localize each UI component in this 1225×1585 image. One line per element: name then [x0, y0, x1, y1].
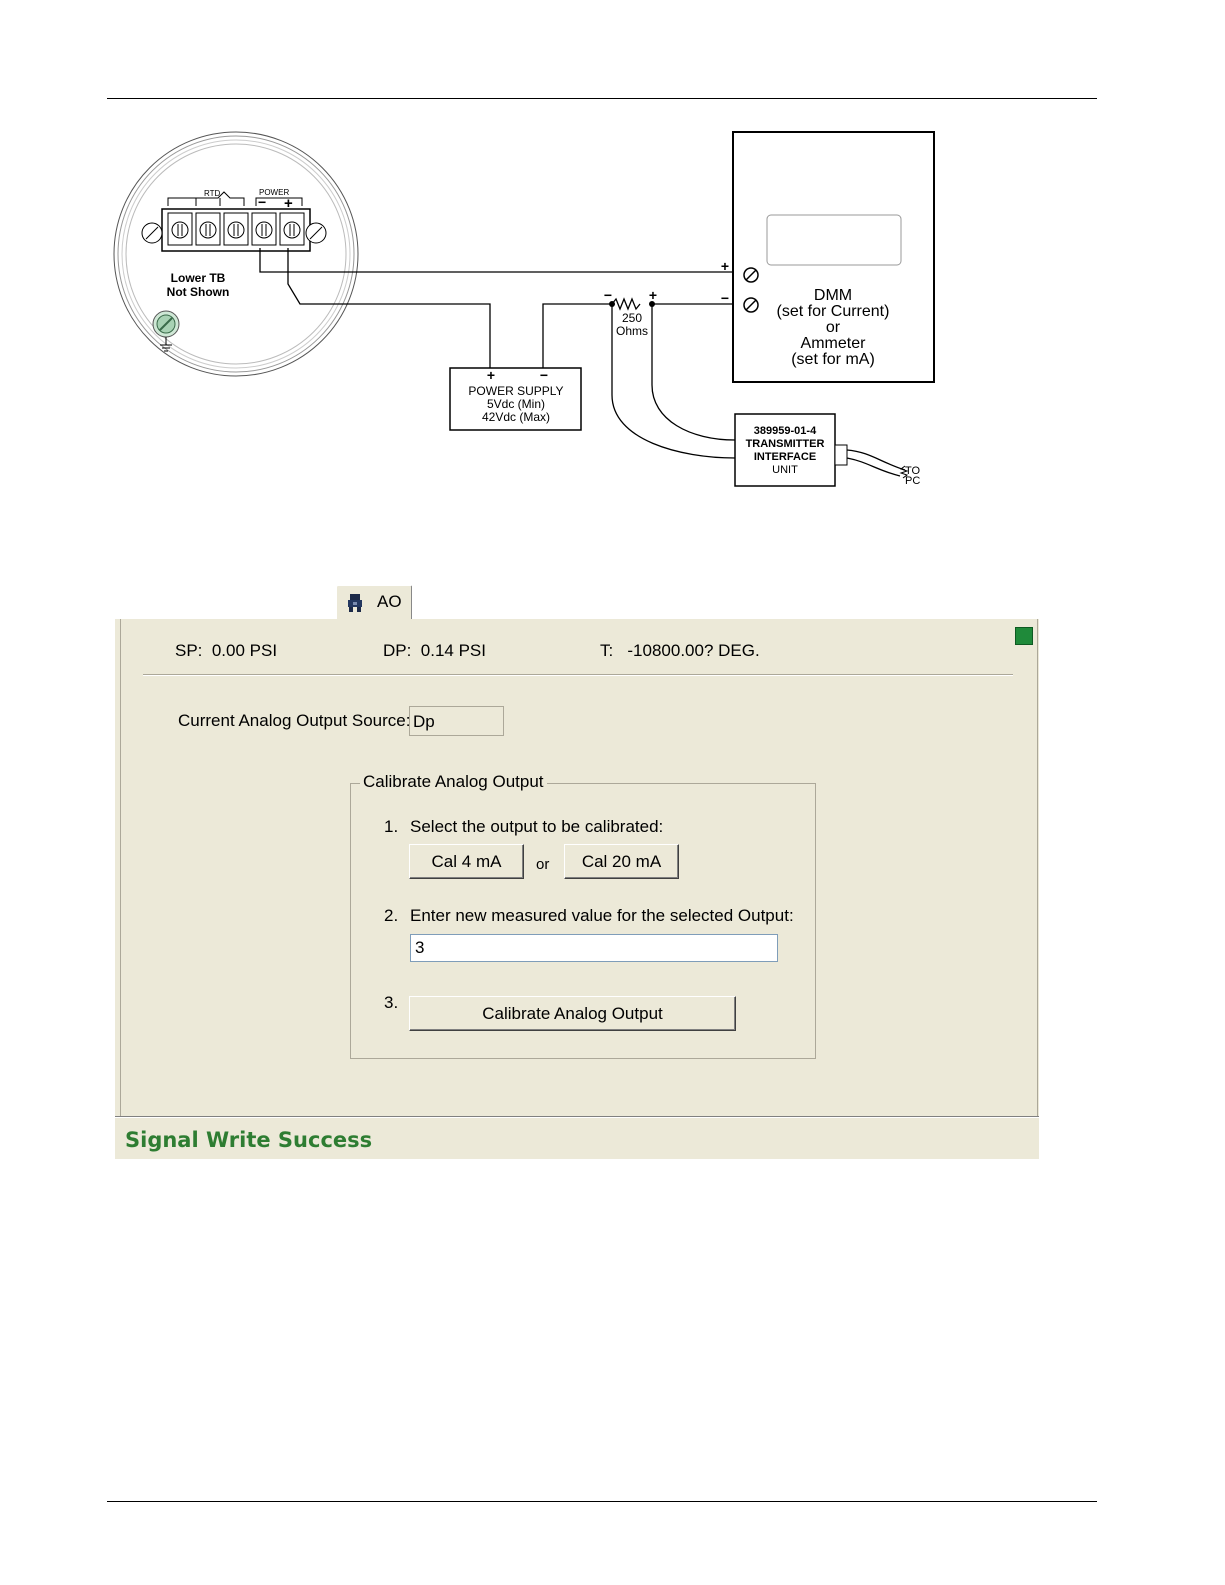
psu-plus-label: + — [487, 367, 495, 383]
psu-title: POWER SUPPLY — [468, 384, 563, 398]
resistor-value: 250 — [622, 311, 642, 325]
lower-tb-label: Lower TB — [171, 271, 226, 285]
dmm-or: or — [826, 319, 841, 336]
transmitter-housing — [113, 131, 359, 377]
wiring-diagram: RTD POWER − + Lower TB Not Shown − + 250… — [113, 131, 935, 487]
or-label: or — [536, 856, 550, 873]
wires — [259, 248, 906, 477]
status-message: Signal Write Success — [125, 1128, 373, 1152]
psu-min: 5Vdc (Min) — [487, 397, 545, 411]
ammeter-ma-note: (set for mA) — [791, 351, 875, 368]
not-shown-label: Not Shown — [167, 285, 230, 299]
top-rule — [107, 98, 1097, 99]
interface-line-3: INTERFACE — [754, 451, 816, 463]
terminal-minus-label: − — [258, 194, 266, 210]
panel-left-edge — [120, 619, 121, 1117]
step1-label: Select the output to be calibrated: — [410, 817, 664, 836]
cal-20ma-button[interactable]: Cal 20 mA — [564, 844, 679, 879]
interface-line-2: TRANSMITTER — [746, 438, 825, 450]
resistor-plus-label: + — [649, 287, 657, 303]
measured-value-input[interactable] — [410, 934, 778, 962]
calibrate-group-title: Calibrate Analog Output — [360, 772, 547, 792]
power-supply: + − POWER SUPPLY 5Vdc (Min) 42Vdc (Max) — [449, 367, 582, 431]
terminal-block: RTD POWER − + — [141, 188, 327, 252]
terminal-plus-label: + — [284, 195, 293, 212]
status-led — [1015, 627, 1033, 645]
step1-number: 1. — [384, 817, 399, 836]
resistor-minus-label: − — [604, 287, 612, 303]
step2-number: 2. — [384, 906, 399, 925]
interface-line-4: UNIT — [772, 464, 798, 476]
to-pc-label-1: TO — [905, 465, 921, 477]
interface-part-number: 389959-01-4 — [754, 425, 817, 437]
sp-readout: SP: 0.00 PSI — [175, 641, 278, 660]
calibrate-analog-output-button[interactable]: Calibrate Analog Output — [409, 996, 736, 1031]
t-readout: T: -10800.00? DEG. — [600, 641, 760, 660]
rtd-label: RTD — [204, 189, 221, 198]
bottom-rule — [107, 1501, 1097, 1502]
dmm-current-note: (set for Current) — [777, 303, 890, 320]
cal-4ma-button[interactable]: Cal 4 mA — [409, 844, 524, 879]
step2-label: Enter new measured value for the selecte… — [410, 906, 794, 925]
resistor-unit: Ohms — [616, 324, 648, 338]
tab-ao-label: AO — [377, 592, 402, 611]
power-terminal-label: POWER — [259, 188, 289, 197]
readout-separator — [143, 674, 1013, 676]
source-value: Dp — [409, 706, 504, 736]
tab-ao[interactable]: AO — [336, 585, 412, 619]
ground-screw-icon — [152, 310, 180, 352]
dmm-plus-label: + — [721, 258, 729, 274]
dmm-meter: + − DMM (set for Current) or Ammeter (se… — [721, 131, 935, 383]
to-pc-label-2: PC — [905, 475, 920, 487]
step3-number: 3. — [384, 993, 399, 1012]
psu-max: 42Vdc (Max) — [482, 410, 550, 424]
status-bar-separator — [115, 1116, 1039, 1118]
psu-minus-label: − — [540, 367, 548, 383]
dmm-minus-label: − — [721, 290, 729, 306]
ammeter-title: Ammeter — [801, 335, 867, 352]
panel-right-edge — [1037, 619, 1038, 1117]
calibrate-group — [350, 783, 816, 1059]
dmm-title: DMM — [814, 287, 852, 304]
transmitter-interface-unit: 389959-01-4 TRANSMITTER INTERFACE UNIT — [734, 413, 848, 487]
ao-panel — [115, 619, 1039, 1159]
transmitter-icon — [348, 594, 362, 612]
source-label: Current Analog Output Source: — [178, 711, 411, 730]
dp-readout: DP: 0.14 PSI — [383, 641, 486, 660]
